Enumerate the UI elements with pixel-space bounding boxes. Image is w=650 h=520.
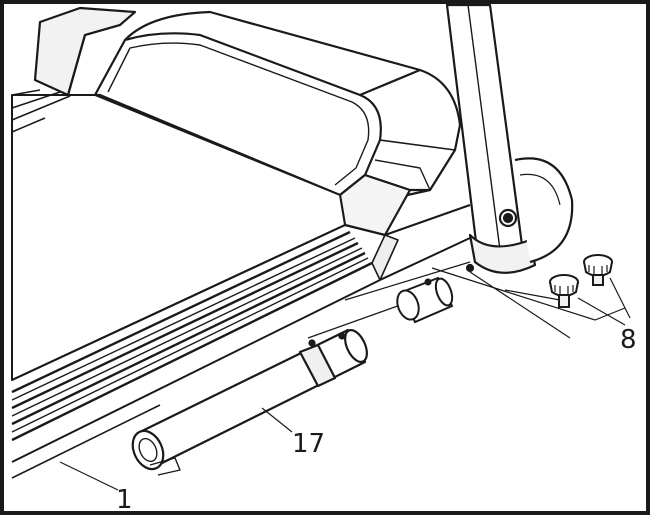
sleeve-ring (396, 276, 454, 324)
callout-tube: 17 (292, 429, 325, 459)
knob-left (549, 274, 579, 308)
callout-frame: 1 (116, 485, 133, 515)
upright-post (445, 3, 574, 274)
guide-lines (307, 261, 626, 339)
running-deck (11, 89, 471, 479)
tube-part (131, 328, 368, 476)
knob-right (583, 254, 613, 286)
callout-knobs: 8 (620, 325, 637, 355)
leader-lines (59, 277, 631, 491)
